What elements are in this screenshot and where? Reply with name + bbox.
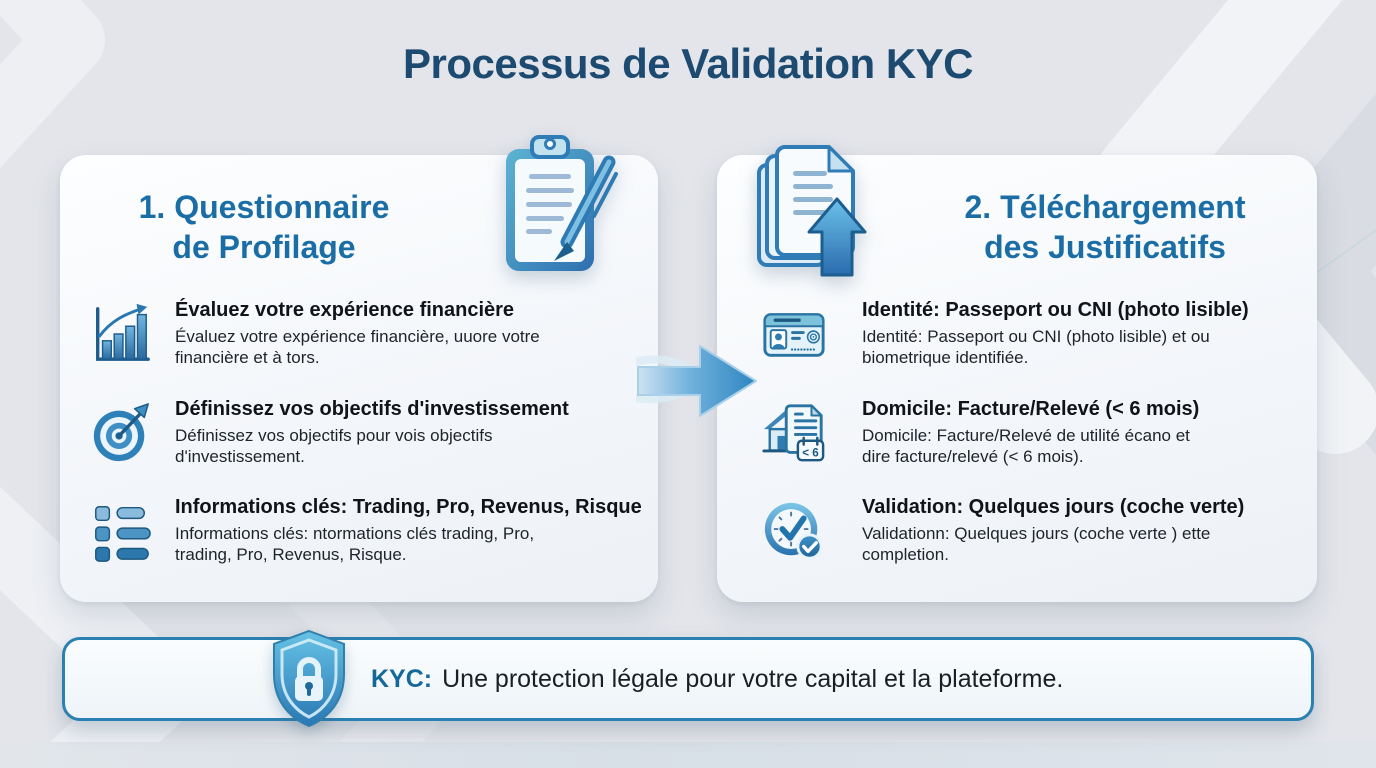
lock-shackle — [297, 657, 321, 679]
page-title: Processus de Validation KYC — [402, 40, 974, 87]
item-text: Évaluez votre expérience financière Éval… — [88, 299, 644, 368]
bar-chart-growth-icon — [96, 303, 150, 361]
card-title-line1: 2. Téléchargement — [964, 189, 1246, 225]
desc-line: Définissez vos objectifs pour vois objec… — [175, 426, 493, 445]
doc-line — [793, 184, 833, 189]
item-title: Identité: Passeport ou CNI (photo lisibl… — [862, 299, 1249, 321]
paper-line — [529, 174, 571, 179]
desc-line: d'investissement. — [175, 447, 305, 466]
card-questionnaire-title: 1. Questionnaire de Profilage — [78, 187, 450, 267]
bottom-gradient-band — [0, 742, 1376, 768]
house-door — [777, 435, 788, 451]
list-item: Définissez vos objectifs d'investissemen… — [88, 398, 644, 467]
id-card-icon — [763, 313, 825, 357]
card-title-line2: des Justificatifs — [984, 229, 1226, 265]
calendar-badge-text: < 6 — [802, 446, 819, 459]
target-dart-icon — [93, 403, 149, 462]
desc-line: Identité: Passeport ou CNI (photo lisibl… — [862, 327, 1210, 346]
footer-banner: KYC: Une protection légale pour votre ca… — [62, 629, 1314, 728]
item-title: Informations clés: Trading, Pro, Revenus… — [175, 496, 642, 518]
item-text: Domicile: Facture/Relevé (< 6 mois) Domi… — [761, 398, 1317, 467]
right-arrow-icon — [636, 345, 757, 417]
page-fold — [827, 145, 855, 173]
doc-line — [793, 197, 833, 202]
upload-arrow — [807, 197, 867, 277]
pen-clip — [592, 172, 618, 218]
shield-lock-icon — [273, 629, 345, 728]
card-justificatifs: 2. Téléchargement des Justificatifs — [717, 145, 1317, 602]
desc-line: Évaluez votre expérience financière, uuo… — [175, 327, 540, 346]
item-description: Identité: Passeport ou CNI (photo lisibl… — [862, 326, 1317, 368]
card-title-line1: 1. Questionnaire — [138, 189, 390, 225]
list-item: < 6 Domicile: Facture/Relevé (< 6 mois) … — [761, 398, 1317, 467]
item-description: Définissez vos objectifs pour vois objec… — [175, 425, 644, 467]
item-title: Évaluez votre expérience financière — [175, 299, 515, 321]
shield-inner-border — [280, 638, 338, 719]
item-description: Domicile: Facture/Relevé de utilité écan… — [862, 425, 1317, 467]
desc-line: Validationn: Quelques jours (coche verte… — [862, 524, 1211, 543]
clip-ring — [544, 138, 556, 150]
checklist-icon — [95, 506, 151, 562]
desc-line: trading, Pro, Revenus, Risque. — [175, 545, 407, 564]
list-item: Validation: Quelques jours (coche verte)… — [761, 496, 1317, 565]
list-item: Évaluez votre expérience financière Éval… — [88, 299, 644, 368]
clock-check-hands — [779, 515, 807, 541]
chevron-shape — [0, 0, 105, 169]
pen-tip — [554, 242, 574, 261]
item-text: Définissez vos objectifs d'investissemen… — [88, 398, 644, 467]
item-description: Évaluez votre expérience financière, uuo… — [175, 326, 644, 368]
desc-line: financière et à tors. — [175, 348, 320, 367]
item-description: Validationn: Quelques jours (coche verte… — [862, 523, 1317, 565]
item-description: Informations clés: ntormations clés trad… — [175, 523, 644, 565]
doc-line — [793, 171, 827, 176]
item-text: Validation: Quelques jours (coche verte)… — [761, 496, 1317, 565]
item-title: Définissez vos objectifs d'investissemen… — [175, 398, 569, 420]
desc-line: Informations clés: ntormations clés trad… — [175, 524, 535, 543]
paper-line — [526, 216, 564, 221]
paper-line — [526, 229, 552, 234]
dotted-line — [790, 348, 815, 351]
footer-kyc-label: KYC: — [371, 664, 433, 693]
item-title: Domicile: Facture/Relevé (< 6 mois) — [862, 398, 1200, 420]
card-questionnaire: 1. Questionnaire de Profilage — [60, 135, 658, 602]
card-justificatifs-title: 2. Téléchargement des Justificatifs — [915, 187, 1295, 267]
list-item: Identité: Passeport ou CNI (photo lisibl… — [761, 299, 1317, 368]
item-text: Identité: Passeport ou CNI (photo lisibl… — [761, 299, 1317, 368]
documents-upload-icon — [757, 145, 867, 277]
desc-line: Domicile: Facture/Relevé de utilité écan… — [862, 426, 1190, 445]
footer-message: KYC: Une protection légale pour votre ca… — [371, 640, 1063, 718]
desc-line: biometrique identifiée. — [862, 348, 1029, 367]
clock-check-icon — [764, 502, 823, 560]
card-title-line2: de Profilage — [172, 229, 356, 265]
pen-highlight — [564, 159, 612, 245]
footer-text: Une protection légale pour votre capital… — [442, 664, 1064, 693]
check-badge — [796, 533, 823, 560]
desc-line: completion. — [862, 545, 949, 564]
item-title: Validation: Quelques jours (coche verte) — [862, 496, 1245, 518]
paper-line — [526, 188, 574, 193]
doc-line — [793, 210, 829, 215]
paper-line — [526, 202, 572, 207]
item-text: Informations clés: Trading, Pro, Revenus… — [88, 496, 644, 565]
clipboard-pen-icon — [506, 135, 618, 271]
home-document-calendar-icon: < 6 — [762, 404, 825, 462]
list-item: Informations clés: Trading, Pro, Revenus… — [88, 496, 644, 565]
desc-line: dire facture/relevé (< 6 mois). — [862, 447, 1084, 466]
